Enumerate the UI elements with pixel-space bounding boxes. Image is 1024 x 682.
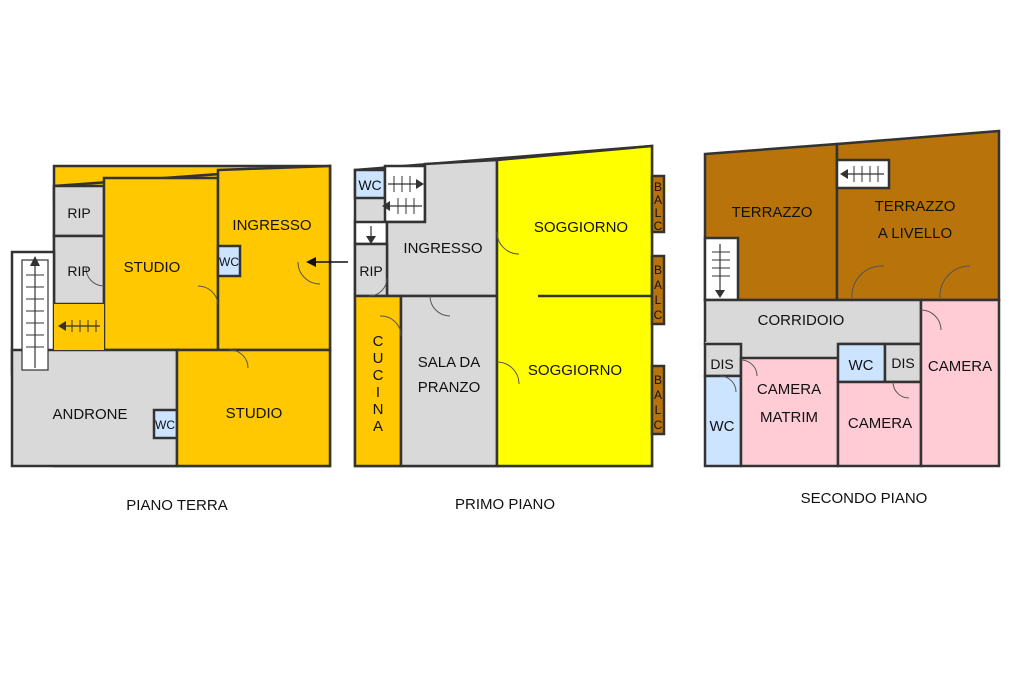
label-balc-mid: B A L C (654, 263, 663, 322)
label-camera-right: CAMERA (928, 358, 992, 375)
label-rip-top: RIP (67, 205, 90, 221)
balc-letter: A (654, 388, 662, 402)
label-terrazzo-livello-line2: A LIVELLO (878, 225, 952, 242)
label-camera-matrim-line2: MATRIM (760, 409, 818, 426)
label-studio-left: STUDIO (124, 259, 181, 276)
label-camera-matrim-line1: CAMERA (757, 381, 821, 398)
entry-arrow-icon (306, 257, 348, 267)
room-sala-da-pranzo (399, 294, 499, 468)
door-icon (740, 359, 758, 377)
label-cucina: C U C I N A (373, 333, 384, 435)
floor-primo-piano: WC INGRESSO RIP C U C I N A SALA DA PRAN… (353, 144, 666, 513)
label-sala-line2: PRANZO (418, 379, 481, 396)
door-icon (85, 267, 105, 287)
balc-letter: C (654, 308, 663, 322)
floor-secondo-piano: TERRAZZO TERRAZZO A LIVELLO CORRIDOIO DI… (703, 129, 1001, 507)
balc-letter: B (654, 180, 662, 194)
label-rip: RIP (359, 263, 382, 279)
label-dis-left: DIS (710, 356, 733, 372)
stair-icon (366, 176, 424, 244)
label-camera-center: CAMERA (848, 415, 912, 432)
door-icon (379, 315, 402, 337)
label-studio-bottom: STUDIO (226, 405, 283, 422)
stair-box (703, 236, 740, 302)
label-balc-top: B A L C (654, 180, 663, 233)
label-rip-mid: RIP (67, 263, 90, 279)
room-rip (353, 242, 389, 298)
door-icon (920, 309, 942, 331)
cucina-letter: C (373, 367, 384, 384)
room-camera-right (919, 298, 1001, 468)
label-wc: WC (219, 255, 239, 269)
label-corridoio: CORRIDOIO (758, 312, 845, 329)
balc-letter: A (654, 278, 662, 292)
stair-area (383, 164, 427, 224)
door-icon (892, 381, 910, 399)
label-wc: WC (358, 177, 381, 193)
balc-letter: B (654, 263, 662, 277)
room-dis-center (883, 342, 923, 384)
door-icon (229, 349, 249, 369)
door-icon (297, 261, 321, 285)
label-wc-left: WC (710, 418, 735, 435)
door-icon (368, 277, 388, 297)
door-icon (939, 265, 971, 299)
label-wc-androne: WC (155, 418, 175, 432)
label-ingresso: INGRESSO (403, 240, 482, 257)
floor-title-primo-piano: PRIMO PIANO (455, 496, 555, 513)
balc-letter: L (655, 206, 662, 220)
door-icon (496, 231, 520, 255)
label-sala-line1: SALA DA (418, 354, 481, 371)
door-icon (429, 295, 451, 317)
door-icon (496, 361, 520, 385)
cucina-letter: I (376, 384, 380, 401)
cucina-letter: U (373, 350, 384, 367)
door-icon (851, 265, 885, 299)
balc-letter: B (654, 373, 662, 387)
room-wc (216, 244, 242, 278)
balcony-bottom (650, 364, 666, 436)
balcony-mid (650, 254, 666, 326)
room-wc-center (836, 342, 887, 384)
room-studio-left (102, 176, 220, 352)
balcony-top (650, 174, 666, 234)
floor-piano-terra: RIP RIP STUDIO INGRESSO WC ANDRONE WC ST… (10, 164, 348, 514)
balc-letter: C (654, 418, 663, 432)
room-studio-bottom (175, 348, 332, 468)
balc-letter: L (655, 403, 662, 417)
cucina-letter: A (373, 418, 383, 435)
stair-icon (21, 256, 49, 371)
cucina-letter: N (373, 401, 384, 418)
room-dis-left (703, 342, 743, 378)
label-terrazzo: TERRAZZO (732, 204, 813, 221)
balc-letter: A (654, 193, 662, 207)
floor-title-secondo-piano: SECONDO PIANO (801, 490, 928, 507)
label-ingresso: INGRESSO (232, 217, 311, 234)
stair-arrow-icon (58, 320, 100, 332)
label-wc-center: WC (849, 357, 874, 374)
label-soggiorno-top: SOGGIORNO (534, 219, 628, 236)
label-terrazzo-livello-line1: TERRAZZO (875, 198, 956, 215)
room-wc (353, 168, 387, 200)
stair-icon (712, 166, 884, 298)
label-androne: ANDRONE (52, 406, 127, 423)
room-soggiorno (495, 144, 654, 468)
label-balc-bottom: B A L C (654, 373, 663, 432)
balc-letter: C (654, 219, 663, 233)
floor-title-piano-terra: PIANO TERRA (126, 497, 227, 514)
room-wc-left (703, 374, 743, 468)
door-icon (197, 285, 219, 305)
door-icon (719, 375, 737, 393)
room-rip-mid (52, 234, 106, 306)
label-soggiorno-bottom: SOGGIORNO (528, 362, 622, 379)
balc-letter: L (655, 293, 662, 307)
cucina-letter: C (373, 333, 384, 350)
label-dis-center: DIS (891, 355, 914, 371)
